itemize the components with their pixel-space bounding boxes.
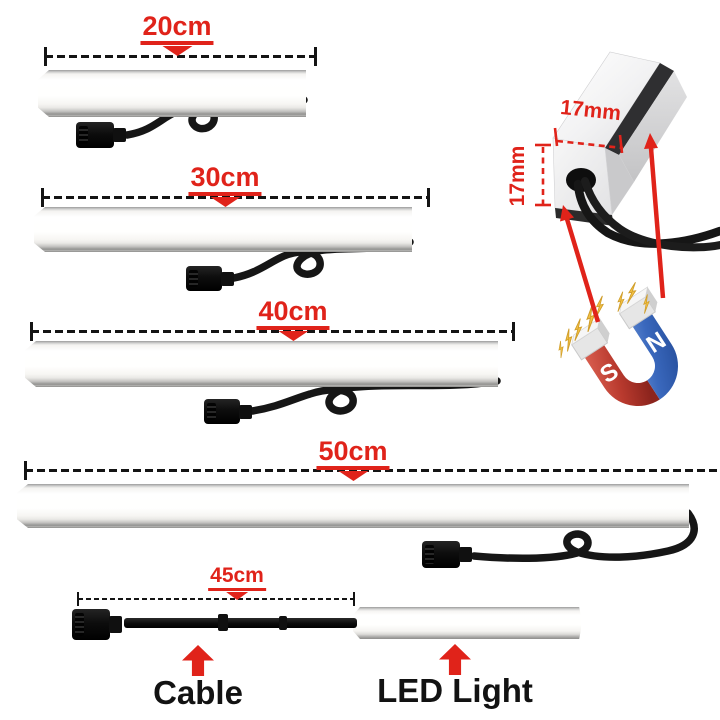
led-light-caption: LED Light (377, 672, 533, 709)
measure-line-40cm (30, 322, 515, 341)
cable-clip (279, 616, 287, 630)
led-bar-30cm (34, 207, 412, 252)
magnet-south-arm (584, 345, 660, 406)
led-bar-40cm (25, 341, 498, 387)
straight-cable (124, 618, 357, 628)
rgb-connector-icon (204, 399, 252, 424)
down-arrow-icon (278, 331, 308, 342)
down-arrow-icon (338, 471, 368, 482)
profile-cable-strand2 (581, 177, 720, 252)
magnet-north-arm (632, 314, 678, 400)
dimension-label-40cm: 40cm (256, 297, 330, 342)
dimension-label-50cm: 50cm (316, 437, 390, 482)
magnet-pointer-arrows (560, 133, 666, 323)
down-arrow-icon (162, 46, 192, 57)
rgb-connector-icon (76, 122, 126, 148)
cable-clip (218, 614, 228, 631)
profile-end-view: 17mm 17mm (506, 51, 720, 252)
profile-side-front (605, 148, 634, 215)
measure-line-50cm (24, 461, 720, 480)
led-bar-50cm (17, 484, 689, 528)
cable-50cm (470, 509, 698, 563)
measure-line-20cm (44, 47, 317, 66)
dimension-text: 30cm (188, 163, 262, 197)
dimension-label-30cm: 30cm (188, 163, 262, 208)
profile-height-label: 17mm (506, 146, 529, 207)
dimension-text: 45cm (208, 564, 266, 592)
profile-dimension-marks (535, 127, 624, 207)
led-bar-45cm-demo (353, 607, 581, 639)
rgb-connector-icon (186, 266, 234, 291)
profile-channel-strip (605, 63, 674, 155)
dimension-label-45cm: 45cm (208, 564, 266, 601)
profile-side-face (619, 71, 687, 182)
cable-caption: Cable (153, 674, 243, 711)
down-arrow-icon (210, 197, 240, 208)
magnet-icon: S N (570, 286, 678, 406)
down-arrow-icon (226, 592, 248, 601)
dimension-label-20cm: 20cm (140, 12, 214, 57)
profile-cable-strand (573, 179, 720, 248)
measure-line-45cm (77, 592, 355, 606)
dimension-text: 20cm (140, 12, 214, 46)
dimension-text: 40cm (256, 297, 330, 331)
dimension-text: 50cm (316, 437, 390, 471)
rgb-connector-icon (422, 541, 472, 568)
rgb-connector-icon (72, 609, 122, 640)
led-bar-20cm (38, 70, 306, 117)
